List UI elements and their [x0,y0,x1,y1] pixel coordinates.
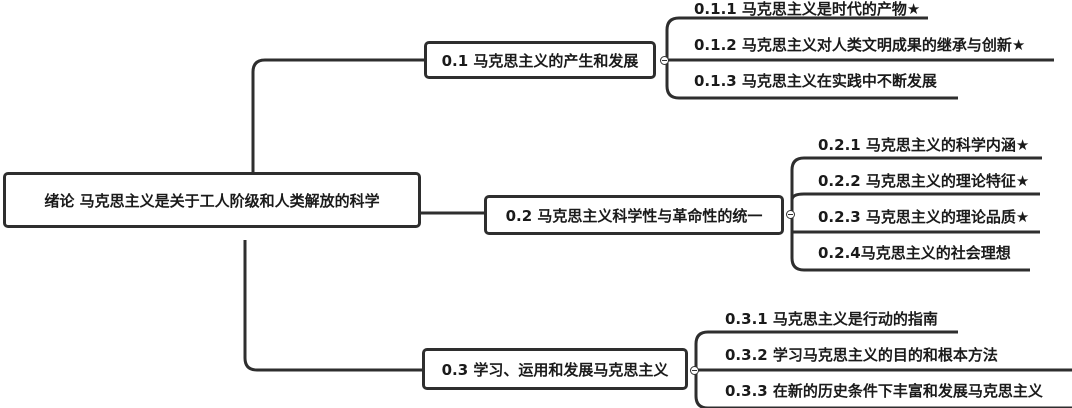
collapse-circle-icon[interactable] [660,56,669,65]
edge-root-0-3 [243,240,422,372]
leaf-0-2-3[interactable]: 0.2.3 马克思主义的理论品质★ [818,208,1030,226]
leaf-0-1-2[interactable]: 0.1.2 马克思主义对人类文明成果的继承与创新★ [694,36,1026,54]
leaf-0-2-2[interactable]: 0.2.2 马克思主义的理论特征★ [818,172,1030,190]
branch-label: 0.1 马克思主义的产生和发展 [441,51,639,70]
edge-0-2-children [790,156,1042,272]
leaf-0-1-3[interactable]: 0.1.3 马克思主义在实践中不断发展 [694,72,937,90]
root-node-label: 绪论 马克思主义是关于工人阶级和人类解放的科学 [44,191,380,210]
branch-label: 0.3 学习、运用和发展马克思主义 [441,360,669,379]
edge-root-0-1 [251,58,424,172]
leaf-0-1-1[interactable]: 0.1.1 马克思主义是时代的产物★ [694,0,921,18]
edge-0-1-children [665,16,1054,100]
branch-node-0-3[interactable]: 0.3 学习、运用和发展马克思主义 [422,348,688,390]
leaf-0-3-1[interactable]: 0.3.1 马克思主义是行动的指南 [725,310,938,328]
root-node[interactable]: 绪论 马克思主义是关于工人阶级和人类解放的科学 [3,172,421,228]
leaf-0-3-2[interactable]: 0.3.2 学习马克思主义的目的和根本方法 [725,346,998,364]
collapse-circle-icon[interactable] [786,210,795,219]
branch-node-0-2[interactable]: 0.2 马克思主义科学性与革命性的统一 [484,195,784,235]
leaf-0-2-1[interactable]: 0.2.1 马克思主义的科学内涵★ [818,136,1030,154]
branch-node-0-1[interactable]: 0.1 马克思主义的产生和发展 [424,41,656,79]
branch-label: 0.2 马克思主义科学性与革命性的统一 [505,206,763,225]
collapse-circle-icon[interactable] [690,366,699,375]
leaf-0-2-4[interactable]: 0.2.4马克思主义的社会理想 [818,244,1011,262]
leaf-0-3-3[interactable]: 0.3.3 在新的历史条件下丰富和发展马克思主义 [725,382,1043,400]
